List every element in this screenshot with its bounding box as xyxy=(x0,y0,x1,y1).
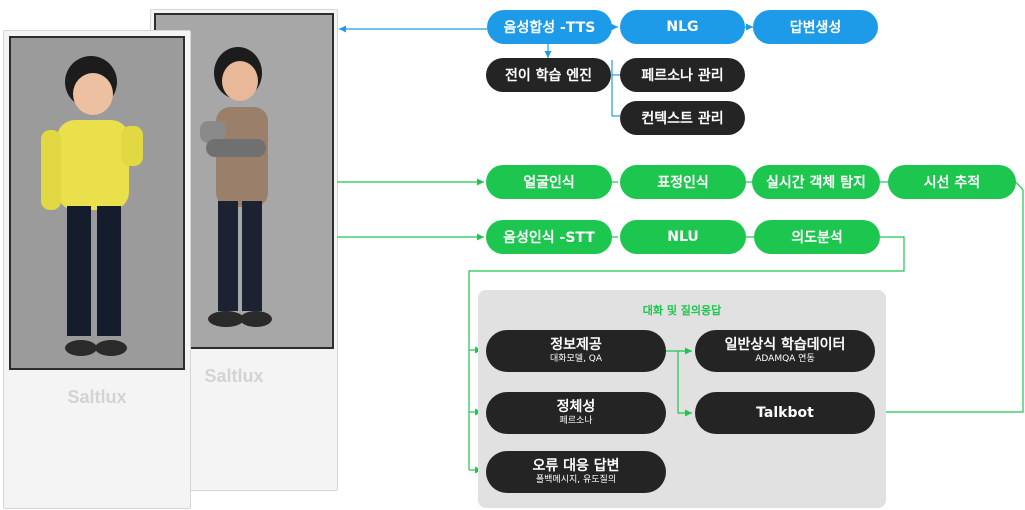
kiosk-front: Saltlux xyxy=(3,30,191,509)
nlg-node: NLG xyxy=(620,10,745,44)
nlu-node: NLU xyxy=(620,220,746,254)
transfer-learning-node: 전이 학습 엔진 xyxy=(486,58,611,92)
info-provision-sub: 대화모델, QA xyxy=(549,354,603,364)
info-provision-title: 정보제공 xyxy=(550,337,602,353)
persona-mgmt-node: 페르소나 관리 xyxy=(620,58,745,92)
child-avatar-back xyxy=(200,47,272,327)
kiosk-brand: Saltlux xyxy=(204,366,264,386)
info-provision-node: 정보제공 대화모델, QA xyxy=(486,330,666,372)
kiosk-screen xyxy=(9,36,185,370)
intent-analysis-node: 의도분석 xyxy=(754,220,880,254)
knowledge-data-title: 일반상식 학습데이터 xyxy=(724,337,846,353)
error-response-sub: 폴백메시지, 유도질의 xyxy=(535,475,617,485)
error-response-node: 오류 대응 답변 폴백메시지, 유도질의 xyxy=(486,451,666,493)
error-response-title: 오류 대응 답변 xyxy=(532,458,620,474)
context-mgmt-node: 컨텍스트 관리 xyxy=(620,101,745,135)
talkbot-node: Talkbot xyxy=(695,392,875,434)
tts-node: 음성합성 -TTS xyxy=(487,10,612,44)
talkbot-title: Talkbot xyxy=(756,405,814,421)
answer-gen-node: 답변생성 xyxy=(753,10,878,44)
face-recognition-node: 얼굴인식 xyxy=(486,165,612,199)
object-detection-node: 실시간 객체 탐지 xyxy=(752,165,880,199)
child-avatar-front xyxy=(41,56,143,356)
identity-node: 정체성 페르소나 xyxy=(486,392,666,434)
knowledge-data-sub: ADAMQA 연동 xyxy=(755,354,815,364)
gaze-tracking-node: 시선 추적 xyxy=(888,165,1016,199)
stt-node: 음성인식 -STT xyxy=(486,220,612,254)
kiosk-brand: Saltlux xyxy=(67,387,127,407)
knowledge-data-node: 일반상식 학습데이터 ADAMQA 연동 xyxy=(695,330,875,372)
dialog-panel-title: 대화 및 질의응답 xyxy=(642,304,722,317)
identity-title: 정체성 xyxy=(556,399,596,415)
identity-sub: 페르소나 xyxy=(559,416,593,426)
expression-recognition-node: 표정인식 xyxy=(620,165,746,199)
